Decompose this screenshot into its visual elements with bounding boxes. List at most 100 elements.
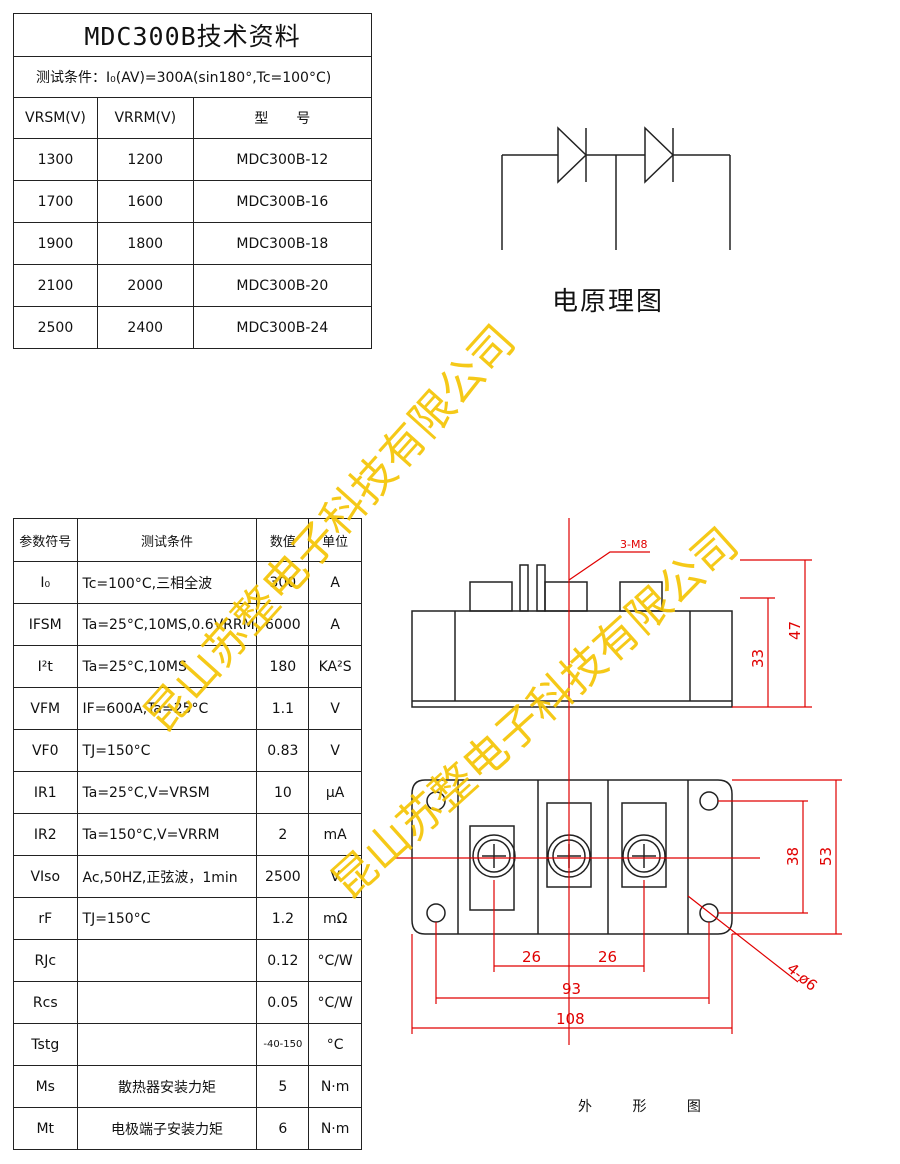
cell-vrsm: 1700: [13, 180, 98, 223]
cell-value: 10: [256, 771, 310, 814]
cell-condition: Ta=25°C,10MS: [76, 645, 258, 688]
cell-symbol: RJc: [13, 939, 78, 982]
outline-top-view: [411, 779, 733, 935]
cell-symbol: Mt: [13, 1107, 78, 1150]
cell-value: 2500: [256, 855, 310, 898]
diode-2-icon: [644, 126, 675, 184]
cell-condition: Ta=150°C,V=VRRM: [76, 813, 258, 856]
cell-condition: Ta=25°C,V=VRSM: [76, 771, 258, 814]
dim-label-53: 53: [817, 847, 835, 866]
cell-unit: KA²S: [308, 645, 362, 688]
terminal-pad-1: [469, 825, 515, 911]
screw-leader: [568, 551, 650, 581]
cell-symbol: Ms: [13, 1065, 78, 1108]
table-row: 1300 1200 MDC300B-12: [13, 138, 373, 181]
header-symbol: 参数符号: [13, 518, 78, 562]
cell-condition: Ac,50HZ,正弦波，1min: [76, 855, 258, 898]
dim-label-26b: 26: [598, 948, 617, 966]
dim-label-26a: 26: [522, 948, 541, 966]
cell-value: 0.05: [256, 981, 310, 1024]
cell-condition: TJ=150°C: [76, 729, 258, 772]
table-row: 2500 2400 MDC300B-24: [13, 306, 373, 349]
test-condition: 测试条件：I₀(AV)=300A(sin180°,Tc=100°C): [13, 56, 372, 98]
cell-symbol: Rcs: [13, 981, 78, 1024]
mount-hole-icon: [426, 791, 446, 811]
cell-symbol: IR2: [13, 813, 78, 856]
outline-side-view: [411, 564, 733, 708]
module-body-top: [411, 779, 733, 935]
cell-symbol: IFSM: [13, 603, 78, 646]
cell-symbol: IR1: [13, 771, 78, 814]
dim-label-33: 33: [749, 649, 767, 668]
cell-condition: [76, 939, 258, 982]
cell-unit: N·m: [308, 1065, 362, 1108]
cell-symbol: VIso: [13, 855, 78, 898]
screw-3-icon: [622, 834, 666, 878]
cell-unit: A: [308, 603, 362, 646]
cell-unit: °C: [308, 1023, 362, 1066]
dimension-labels: 3-M8 47 33 38 53 26 26 93 108 4-ø6: [522, 538, 835, 1028]
dimension-lines: [395, 518, 842, 1045]
terminal-side-1: [469, 581, 513, 612]
cell-condition: 电极端子安装力矩: [76, 1107, 258, 1150]
cell-value: -40-150: [256, 1023, 310, 1066]
cell-model: MDC300B-18: [192, 222, 373, 265]
cell-unit: °C/W: [308, 981, 362, 1024]
cell-symbol: VFM: [13, 687, 78, 730]
cell-unit: V: [308, 687, 362, 730]
cell-unit: V: [308, 855, 362, 898]
cell-value: 1.1: [256, 687, 310, 730]
cell-value: 0.12: [256, 939, 310, 982]
model-table: MDC300B技术资料 测试条件：I₀(AV)=300A(sin180°,Tc=…: [13, 13, 373, 349]
cell-condition: [76, 1023, 258, 1066]
model-table-title: MDC300B技术资料: [13, 13, 372, 57]
schematic-label: 电原理图: [552, 287, 665, 317]
cell-symbol: I²t: [13, 645, 78, 688]
dim-label-47: 47: [786, 621, 804, 640]
outline-label: 外 形 图: [578, 1099, 719, 1115]
cell-vrsm: 2500: [13, 306, 98, 349]
cell-condition: Tc=100°C,三相全波: [76, 561, 258, 604]
header-condition: 测试条件: [76, 518, 258, 562]
cell-condition: Ta=25°C,10MS,0.6VRRM: [76, 603, 258, 646]
cell-symbol: VF0: [13, 729, 78, 772]
cell-value: 300: [256, 561, 310, 604]
cell-vrsm: 2100: [13, 264, 98, 307]
cell-condition: 散热器安装力矩: [76, 1065, 258, 1108]
terminal-side-2: [544, 581, 588, 612]
table-row: 2100 2000 MDC300B-20: [13, 264, 373, 307]
terminal-side-3: [619, 581, 663, 612]
header-unit: 单位: [308, 518, 362, 562]
cell-symbol: Tstg: [13, 1023, 78, 1066]
header-vrrm: VRRM(V): [96, 97, 194, 139]
cell-unit: V: [308, 729, 362, 772]
cell-value: 6: [256, 1107, 310, 1150]
cell-value: 6000: [256, 603, 310, 646]
dim-label-93: 93: [562, 980, 581, 998]
cell-model: MDC300B-24: [192, 306, 373, 349]
dim-label-screw: 3-M8: [620, 538, 647, 551]
dim-label-holes: 4-ø6: [783, 959, 820, 994]
cell-value: 0.83: [256, 729, 310, 772]
cell-vrsm: 1300: [13, 138, 98, 181]
hole-leader: [687, 895, 799, 983]
cell-unit: mΩ: [308, 897, 362, 940]
circuit-schematic: [501, 126, 731, 250]
header-vrsm: VRSM(V): [13, 97, 98, 139]
table-row: Tstg -40-150°C: [13, 1023, 362, 1066]
dim-label-108: 108: [556, 1010, 585, 1028]
cell-value: 5: [256, 1065, 310, 1108]
control-pin: [536, 564, 546, 612]
dim-label-38: 38: [784, 847, 802, 866]
cell-unit: N·m: [308, 1107, 362, 1150]
cell-value: 180: [256, 645, 310, 688]
table-row: Rcs 0.05°C/W: [13, 981, 362, 1024]
